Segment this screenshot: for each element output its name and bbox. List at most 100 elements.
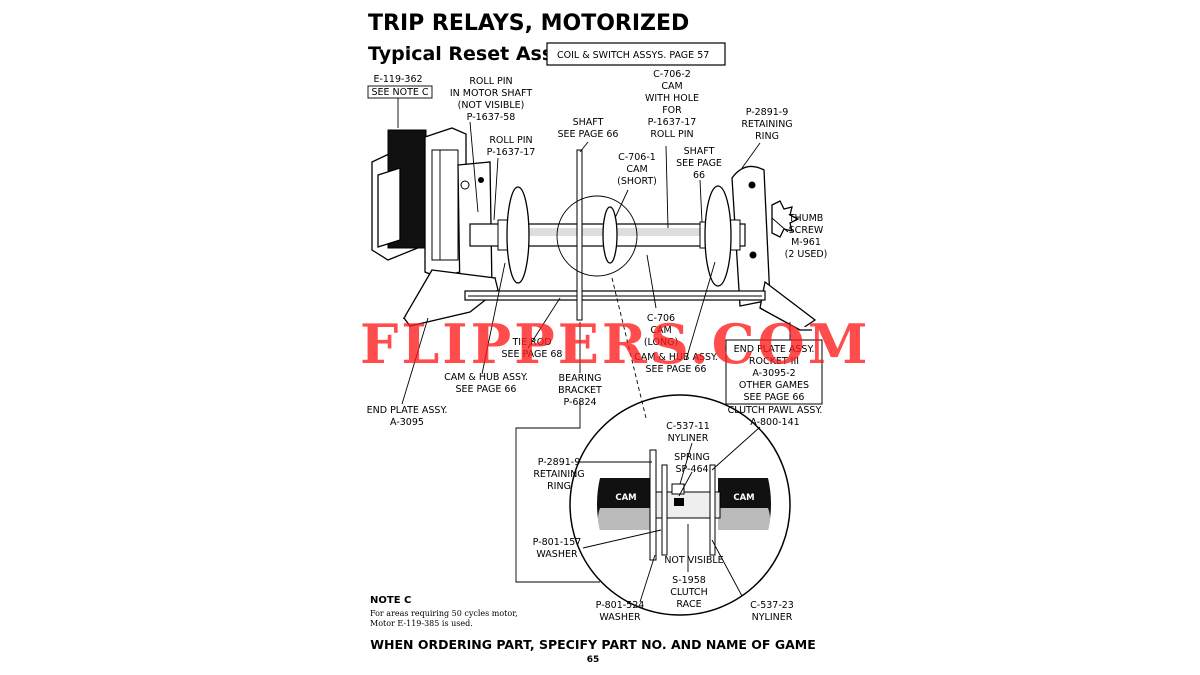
svg-text:BRACKET: BRACKET (558, 385, 602, 396)
label-washer-524: P-801-524 WASHER (596, 600, 645, 623)
page-subtitle: Typical Reset Assy. (368, 43, 571, 65)
svg-text:NYLINER: NYLINER (752, 612, 793, 623)
left-end-plate-drawing (402, 161, 499, 327)
svg-text:For areas requiring 50 cycles: For areas requiring 50 cycles motor, (370, 609, 518, 618)
svg-text:END PLATE ASSY.: END PLATE ASSY. (734, 344, 815, 355)
label-clutch-race: S-1958 CLUTCH RACE (670, 575, 707, 610)
svg-text:SP-464: SP-464 (675, 464, 708, 475)
svg-text:WITH HOLE: WITH HOLE (645, 93, 699, 104)
motor-drawing (371, 127, 467, 279)
svg-text:RING: RING (755, 131, 779, 142)
svg-text:66: 66 (693, 170, 705, 181)
label-shaft-right: SHAFT SEE PAGE 66 (676, 146, 722, 181)
label-washer-157: P-801-157 WASHER (533, 537, 582, 560)
svg-text:C-706: C-706 (647, 313, 675, 324)
svg-text:WASHER: WASHER (536, 549, 578, 560)
page-title: TRIP RELAYS, MOTORIZED (368, 11, 689, 36)
svg-text:SPRING: SPRING (674, 452, 710, 463)
svg-text:RETAINING: RETAINING (533, 469, 584, 480)
svg-text:P-801-524: P-801-524 (596, 600, 645, 611)
label-spring: SPRING SP-464 (674, 452, 710, 475)
svg-text:RING: RING (547, 481, 571, 492)
svg-text:NOTE C: NOTE C (370, 595, 411, 606)
ref-box (546, 42, 726, 66)
svg-text:SEE PAGE 66: SEE PAGE 66 (456, 384, 517, 395)
page-number: 65 (587, 655, 600, 665)
svg-text:(SHORT): (SHORT) (617, 176, 657, 187)
label-cam-long: C-706 CAM (LONG) (644, 313, 678, 348)
label-cam-hub-right: CAM & HUB ASSY. SEE PAGE 66 (634, 352, 718, 375)
svg-text:P-6824: P-6824 (563, 397, 596, 408)
svg-text:C-537-23: C-537-23 (750, 600, 794, 611)
svg-text:RETAINING: RETAINING (741, 119, 792, 130)
svg-text:FOR: FOR (662, 105, 682, 116)
svg-text:A-3095-2: A-3095-2 (752, 368, 795, 379)
tie-rod-drawing (464, 290, 766, 301)
svg-text:(NOT VISIBLE): (NOT VISIBLE) (458, 100, 525, 111)
svg-text:THUMB: THUMB (788, 213, 824, 224)
svg-text:A-800-141: A-800-141 (750, 417, 799, 428)
svg-text:CAM & HUB ASSY.: CAM & HUB ASSY. (634, 352, 718, 363)
svg-text:CAM: CAM (626, 164, 647, 175)
label-tie-rod: TIE ROD SEE PAGE 68 (502, 337, 563, 360)
svg-text:BEARING: BEARING (559, 373, 602, 384)
svg-text:SEE PAGE 68: SEE PAGE 68 (502, 349, 563, 360)
label-motor-note: SEE NOTE C (371, 87, 428, 98)
label-roll-pin: ROLL PIN P-1637-17 (487, 135, 536, 158)
svg-text:SEE PAGE 66: SEE PAGE 66 (646, 364, 707, 375)
svg-text:END PLATE ASSY.: END PLATE ASSY. (367, 405, 448, 416)
clutch-detail-drawing: CAM CAM (569, 394, 791, 616)
label-nyliner-bottom: C-537-23 NYLINER (750, 600, 794, 623)
svg-text:P-2891-9: P-2891-9 (538, 457, 581, 468)
label-shaft-left: SHAFT SEE PAGE 66 (558, 117, 619, 140)
svg-text:SHAFT: SHAFT (573, 117, 604, 128)
svg-text:A-3095: A-3095 (390, 417, 424, 428)
label-retaining-ring-top: P-2891-9 RETAINING RING (741, 107, 792, 142)
svg-text:C-706-2: C-706-2 (653, 69, 691, 80)
svg-text:P-1637-17: P-1637-17 (487, 147, 536, 158)
svg-text:WASHER: WASHER (599, 612, 641, 623)
svg-text:Motor E-119-385 is used.: Motor E-119-385 is used. (370, 619, 473, 628)
svg-text:P-2891-9: P-2891-9 (746, 107, 789, 118)
svg-text:C-706-1: C-706-1 (618, 152, 656, 163)
label-cam-short: C-706-1 CAM (SHORT) (617, 152, 657, 187)
svg-text:ROLL PIN: ROLL PIN (469, 76, 512, 87)
detail-cam-left: CAM (615, 493, 636, 503)
label-motor-part: E-119-362 (373, 74, 422, 85)
label-thumb-screw: THUMB SCREW M-961 (2 USED) (785, 213, 828, 260)
label-nyliner-top: C-537-11 NYLINER (666, 421, 710, 444)
footer-instruction: WHEN ORDERING PART, SPECIFY PART NO. AND… (370, 637, 815, 652)
svg-text:(2 USED): (2 USED) (785, 249, 828, 260)
right-end-plate-drawing (731, 165, 817, 331)
svg-text:ROCKET III: ROCKET III (749, 356, 799, 367)
svg-text:CAM: CAM (661, 81, 682, 92)
svg-text:SEE PAGE 66: SEE PAGE 66 (558, 129, 619, 140)
svg-text:(LONG): (LONG) (644, 337, 678, 348)
svg-text:M-961: M-961 (791, 237, 821, 248)
svg-text:ROLL PIN: ROLL PIN (489, 135, 532, 146)
label-bearing-bracket: BEARING BRACKET P-6824 (558, 373, 602, 408)
label-end-plate-right: END PLATE ASSY. ROCKET III A-3095-2 OTHE… (725, 339, 823, 405)
svg-text:SHAFT: SHAFT (684, 146, 715, 157)
label-cam-hub-left: CAM & HUB ASSY. SEE PAGE 66 (444, 372, 528, 395)
svg-text:C-537-11: C-537-11 (666, 421, 710, 432)
ref-box-text: COIL & SWITCH ASSYS. PAGE 57 (557, 50, 709, 61)
detail-cam-right: CAM (733, 493, 754, 503)
svg-text:CAM: CAM (650, 325, 671, 336)
svg-text:CAM & HUB ASSY.: CAM & HUB ASSY. (444, 372, 528, 383)
svg-text:RACE: RACE (676, 599, 701, 610)
svg-text:NYLINER: NYLINER (668, 433, 709, 444)
label-roll-pin-motor: ROLL PIN IN MOTOR SHAFT (NOT VISIBLE) P-… (450, 76, 532, 123)
leader-lines (397, 98, 791, 603)
svg-text:SCREW: SCREW (789, 225, 824, 236)
svg-text:OTHER GAMES: OTHER GAMES (739, 380, 809, 391)
svg-text:IN MOTOR SHAFT: IN MOTOR SHAFT (450, 88, 532, 99)
svg-text:CLUTCH PAWL ASSY.: CLUTCH PAWL ASSY. (728, 405, 823, 416)
svg-text:P-1637-17: P-1637-17 (648, 117, 697, 128)
note-c: NOTE C For areas requiring 50 cycles mot… (370, 595, 518, 628)
svg-text:P-801-157: P-801-157 (533, 537, 582, 548)
label-retaining-ring-detail: P-2891-9 RETAINING RING (533, 457, 584, 492)
label-not-visible: NOT VISIBLE (664, 555, 723, 566)
svg-text:ROLL PIN: ROLL PIN (650, 129, 693, 140)
svg-text:TIE ROD: TIE ROD (511, 337, 551, 348)
